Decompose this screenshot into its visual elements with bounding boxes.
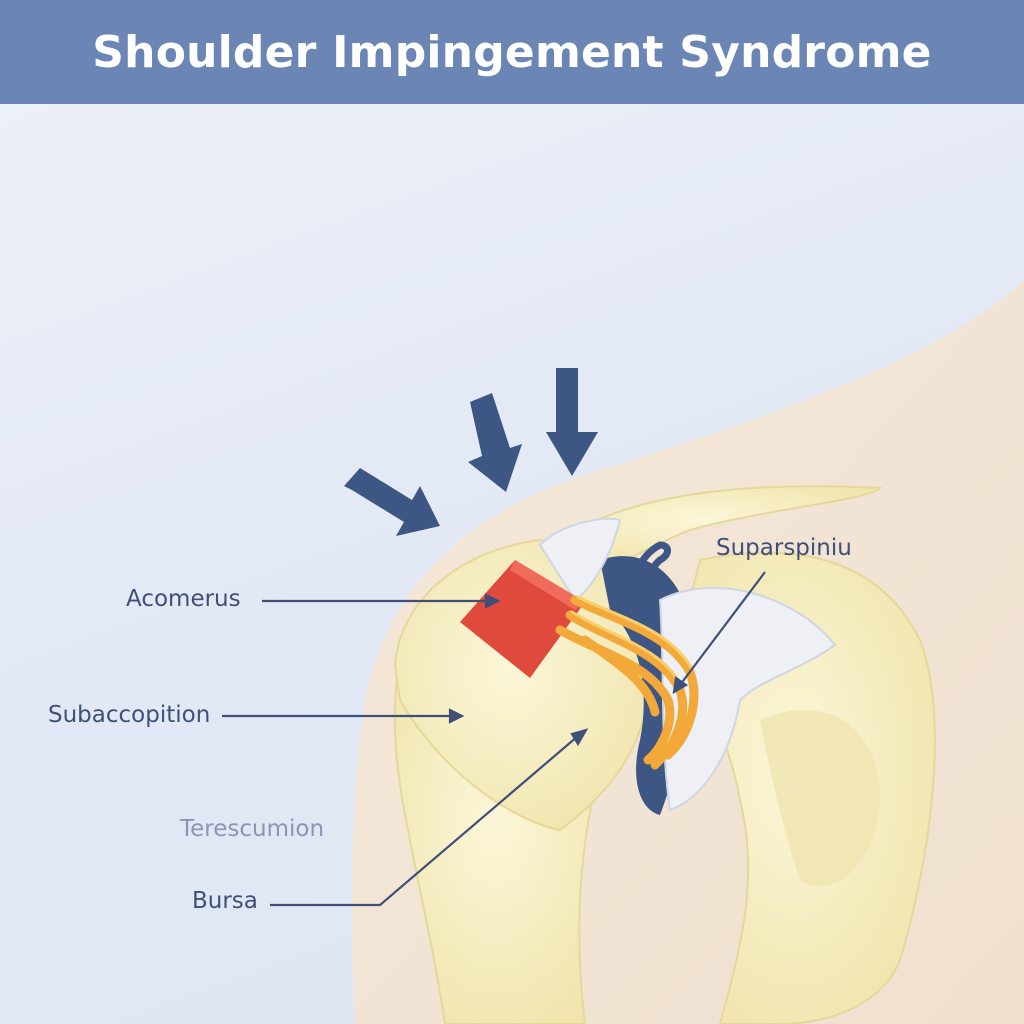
supraspinatus-highlight [570,595,694,689]
label-acromion: Acomerus [126,586,241,612]
force-arrow-icon [546,368,598,476]
force-arrow-icon [344,468,440,536]
acromion-block [460,560,585,678]
tendon-hook [626,541,671,616]
page-title: Shoulder Impingement Syndrome [92,26,932,78]
cartilage-cap [538,517,622,602]
title-bar: Shoulder Impingement Syndrome [0,0,1024,104]
label-teres: Terescumion [180,816,325,842]
label-subacromial: Subaccopition [48,702,211,728]
force-arrow-icon [468,393,522,492]
label-supraspinatus: Suparspiniu [716,535,852,561]
label-bursa: Bursa [192,888,258,914]
supraspinatus-tendon [555,595,699,770]
leader-lines [222,571,766,907]
scapula-inner [760,709,880,887]
